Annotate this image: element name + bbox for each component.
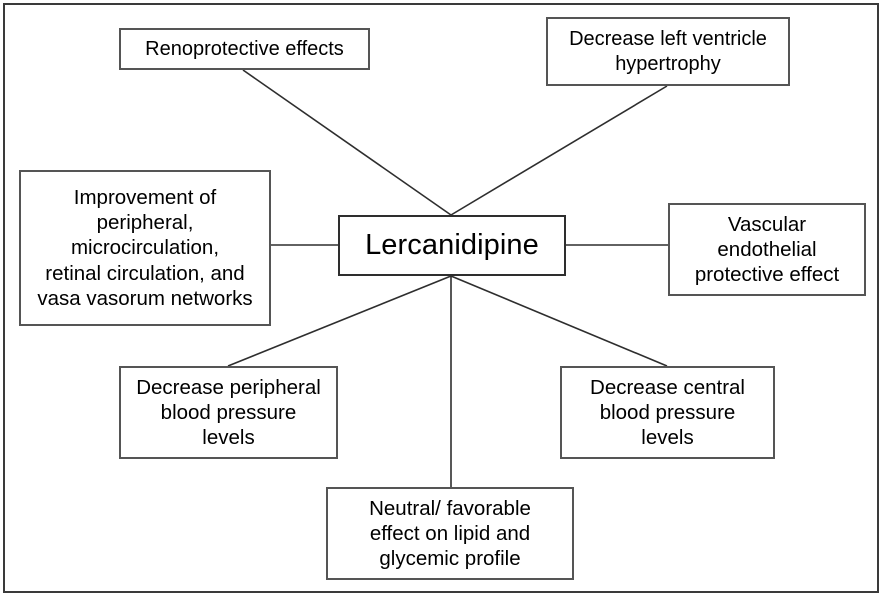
connector-center-to-renoprotective (242, 69, 452, 216)
node-renoprotective-effects[interactable]: Renoprotective effects (119, 28, 370, 70)
node-label-decrease-left-ventricle-hypertrophy: Decrease left ventricle hypertrophy (569, 27, 767, 75)
connector-center-to-lvh (450, 85, 668, 216)
node-decrease-central-blood-pressure-levels[interactable]: Decrease central blood pressure levels (560, 366, 775, 459)
node-label-vascular-endothelial-protective-effect: Vascular endothelial protective effect (694, 212, 840, 287)
node-decrease-peripheral-blood-pressure-levels[interactable]: Decrease peripheral blood pressure level… (119, 366, 338, 459)
node-improvement-of-peripheral-microcirculation[interactable]: Improvement of peripheral, microcirculat… (19, 170, 271, 326)
node-neutral-favorable-effect-lipid-glycemic-profile[interactable]: Neutral/ favorable effect on lipid and g… (326, 487, 574, 580)
node-label-decrease-central-blood-pressure-levels: Decrease central blood pressure levels (590, 375, 745, 450)
node-label-renoprotective-effects: Renoprotective effects (145, 37, 344, 60)
center-node-lercanidipine[interactable]: Lercanidipine (338, 215, 566, 276)
connector-center-to-central-bp (450, 275, 668, 367)
center-node-label: Lercanidipine (365, 228, 539, 261)
connector-center-to-peripheral-bp (227, 275, 452, 367)
node-decrease-left-ventricle-hypertrophy[interactable]: Decrease left ventricle hypertrophy (546, 17, 790, 86)
node-label-neutral-favorable-effect-lipid-glycemic-profile: Neutral/ favorable effect on lipid and g… (369, 496, 531, 571)
node-vascular-endothelial-protective-effect[interactable]: Vascular endothelial protective effect (668, 203, 866, 296)
node-label-decrease-peripheral-blood-pressure-levels: Decrease peripheral blood pressure level… (136, 375, 321, 450)
node-label-improvement-of-peripheral-microcirculation: Improvement of peripheral, microcirculat… (37, 185, 253, 310)
